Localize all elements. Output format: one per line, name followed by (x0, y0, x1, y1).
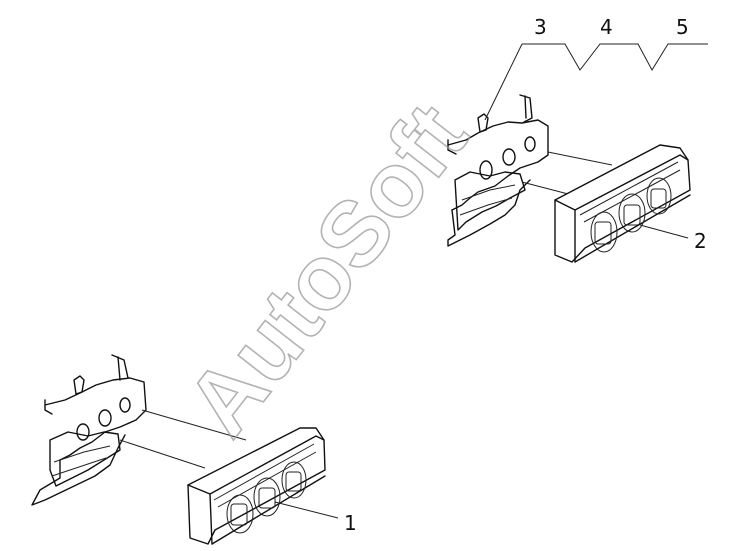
connector-lines-right (521, 151, 613, 196)
callout-2: 2 (694, 229, 707, 253)
bracket-assembly-right (447, 94, 549, 247)
tail-lamp-left (187, 427, 326, 545)
callout-3: 3 (534, 15, 547, 39)
callout-4: 4 (600, 15, 613, 39)
connector-lines-left (119, 409, 247, 469)
callout-5: 5 (676, 15, 689, 39)
callout-1: 1 (344, 511, 357, 535)
watermark-logo: AutoSoft (167, 86, 486, 455)
bracket-assembly-left (31, 354, 147, 506)
leader-lines (274, 43, 708, 519)
tail-lamp-right (554, 144, 691, 263)
